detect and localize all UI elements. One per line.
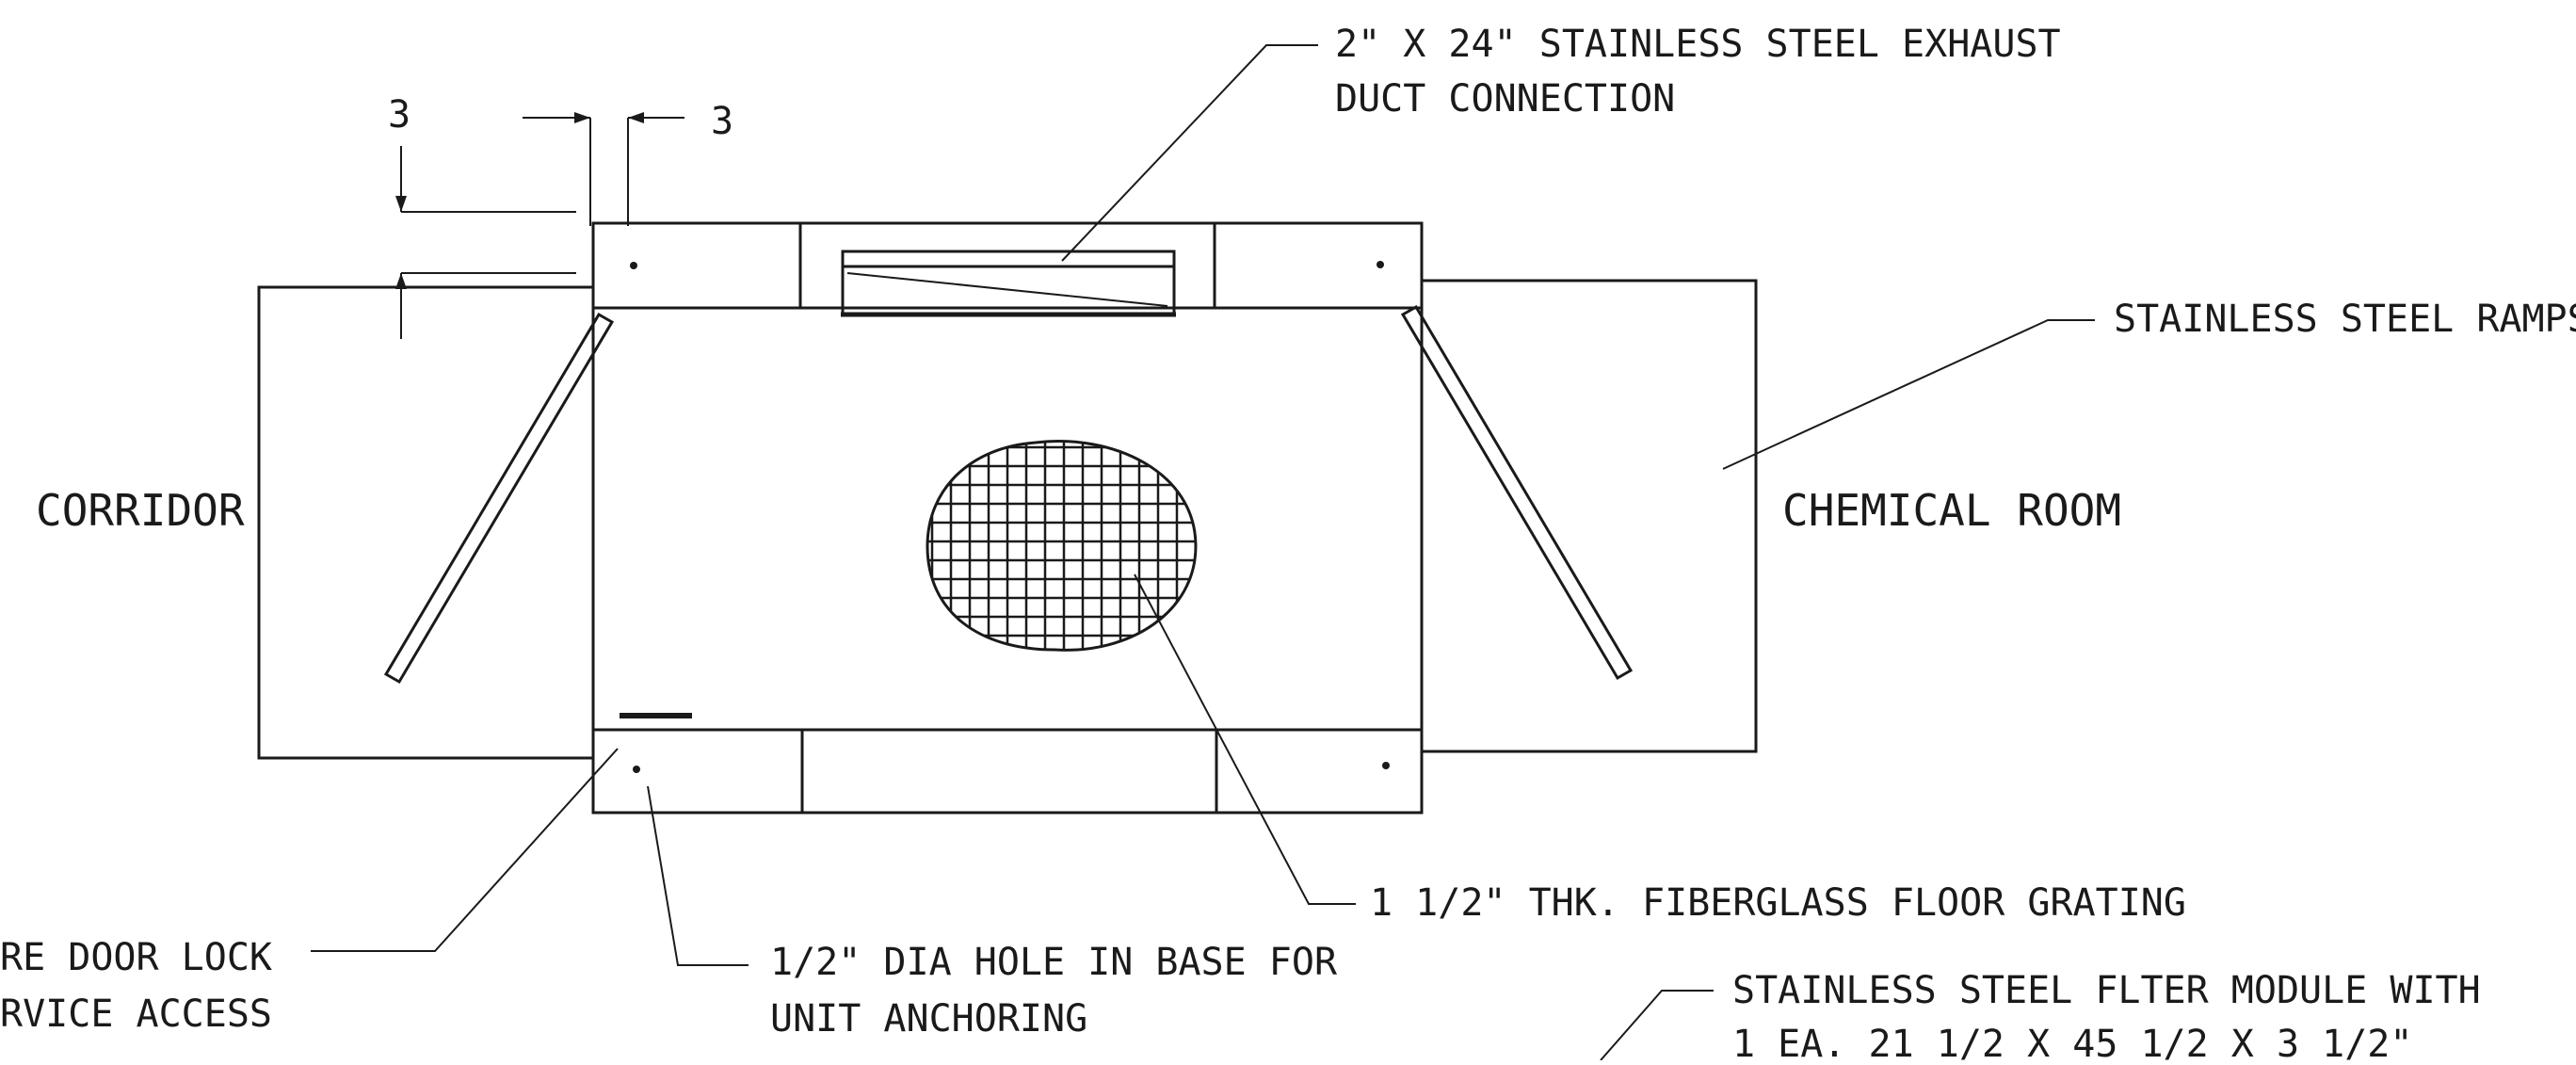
grating-label: 1 1/2" THK. FIBERGLASS FLOOR GRATING bbox=[1370, 881, 2186, 925]
dimension-vertical: 3 bbox=[388, 93, 576, 339]
ramps-label: STAINLESS STEEL RAMPS bbox=[2114, 298, 2576, 341]
door-lock-label-line1: RE DOOR LOCK bbox=[0, 936, 272, 979]
dimension-vertical-value: 3 bbox=[388, 93, 411, 137]
door-lock-leader bbox=[311, 748, 619, 952]
exhaust-duct bbox=[841, 250, 1176, 317]
duct-label-line1: 2" X 24" STAINLESS STEEL EXHAUST bbox=[1335, 23, 2061, 66]
chemical-room-label: CHEMICAL ROOM bbox=[1782, 485, 2121, 536]
door-swing-left bbox=[383, 312, 615, 685]
hole-leader bbox=[647, 785, 749, 966]
anchor-hole-top-right bbox=[1377, 261, 1384, 268]
dimension-horizontal-value: 3 bbox=[711, 100, 733, 143]
filter-label-line2: 1 EA. 21 1/2 X 45 1/2 X 3 1/2" bbox=[1732, 1023, 2412, 1060]
duct-label-line2: DUCT CONNECTION bbox=[1335, 77, 1675, 121]
filter-leader bbox=[1600, 990, 1714, 1061]
door-lock-label-line2: RVICE ACCESS bbox=[0, 992, 272, 1036]
hole-label-line2: UNIT ANCHORING bbox=[770, 997, 1087, 1041]
filter-label-line1: STAINLESS STEEL FLTER MODULE WITH bbox=[1732, 969, 2481, 1012]
ramps-leader bbox=[1722, 319, 2095, 470]
dimension-horizontal: 3 bbox=[523, 100, 733, 226]
chemical-room-ramp bbox=[1420, 279, 1758, 753]
floor-grating bbox=[926, 440, 1198, 652]
hole-label-line1: 1/2" DIA HOLE IN BASE FOR bbox=[770, 941, 1338, 984]
corridor-label: CORRIDOR bbox=[36, 485, 245, 536]
top-frame bbox=[591, 221, 1424, 310]
grating-leader bbox=[1134, 573, 1356, 905]
door-swing-right bbox=[1400, 304, 1634, 681]
anchor-hole-bottom-right bbox=[1382, 762, 1390, 769]
anchor-hole-top-left bbox=[630, 262, 637, 269]
duct-leader bbox=[1061, 44, 1318, 262]
bottom-frame bbox=[591, 728, 1424, 815]
corridor-ramp bbox=[257, 285, 595, 760]
anchor-hole-bottom-left bbox=[633, 766, 640, 773]
